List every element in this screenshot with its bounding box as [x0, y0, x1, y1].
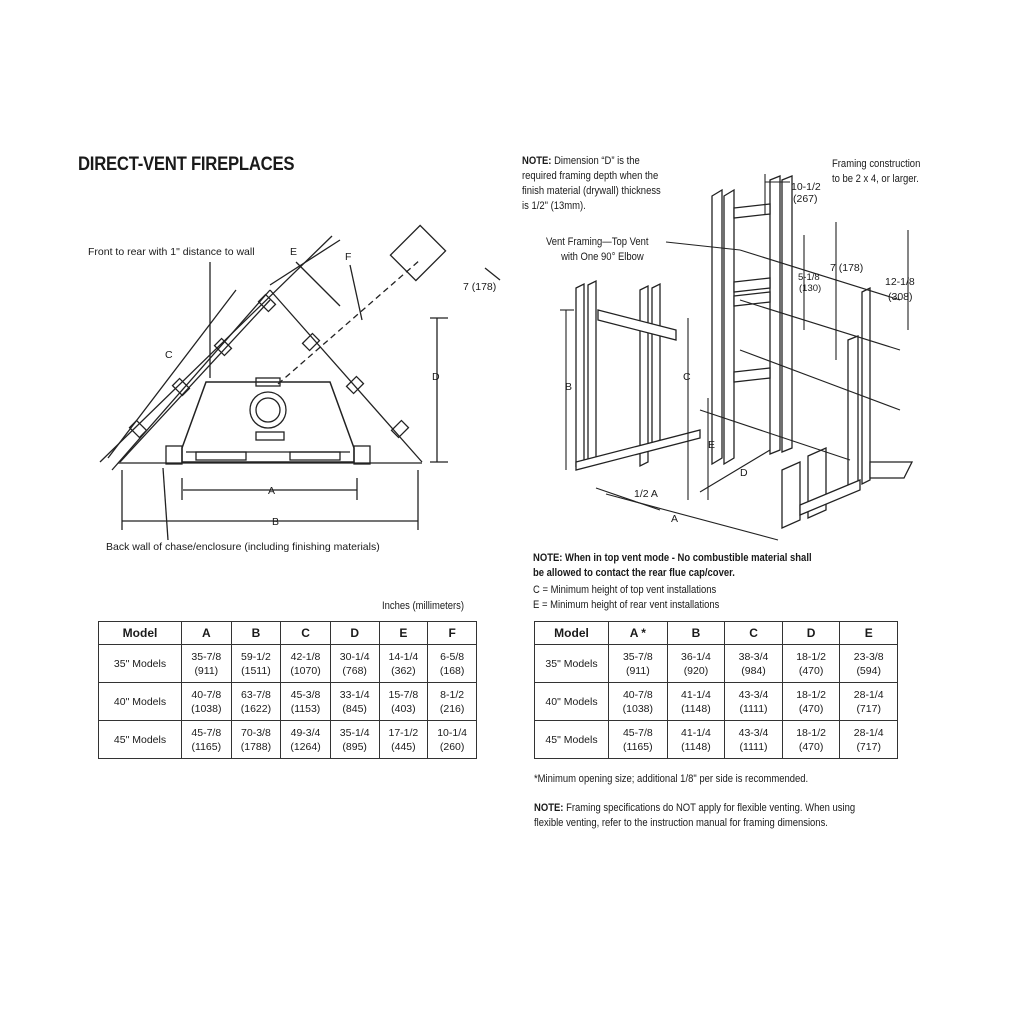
dim-12-1-8: 12-1/8	[885, 276, 915, 288]
column-header: A	[181, 621, 232, 645]
units-label: Inches (millimeters)	[382, 600, 465, 612]
model-cell: 35" Models	[534, 644, 609, 683]
back-wall-label: Back wall of chase/enclosure (including …	[106, 541, 380, 553]
column-header: C	[280, 621, 331, 645]
table-row: 40" Models 40-7/8(1038) 41-1/4(1148) 43-…	[534, 682, 898, 721]
table-cell: 40-7/8(1038)	[608, 682, 668, 721]
column-header: F	[427, 621, 477, 645]
table-cell: 15-7/8(403)	[378, 682, 429, 721]
table-cell: 42-1/8(1070)	[280, 644, 331, 683]
model-cell: 45" Models	[534, 720, 609, 759]
table-cell: 18-1/2(470)	[781, 682, 841, 721]
table-header-row: Model A * B C D E	[534, 621, 898, 645]
column-header: C	[724, 621, 783, 645]
model-cell: 40" Models	[98, 682, 182, 721]
left-dim-b: B	[272, 516, 279, 528]
column-header: Model	[98, 621, 182, 645]
column-header: A *	[608, 621, 668, 645]
column-header: D	[781, 621, 841, 645]
table-cell: 45-3/8(1153)	[280, 682, 331, 721]
table-cell: 28-1/4(717)	[839, 682, 898, 721]
dim-7-178: 7 (178)	[830, 262, 863, 274]
table-cell: 33-1/4(845)	[329, 682, 380, 721]
vent-framing-label: Vent Framing—Top Vent with One 90° Elbow	[546, 236, 649, 263]
table-cell: 43-3/4(1111)	[724, 720, 783, 759]
table-header-row: Model A B C D E F	[98, 621, 477, 645]
column-header: Model	[534, 621, 609, 645]
model-cell: 35" Models	[98, 644, 182, 683]
table-cell: 35-1/4(895)	[329, 720, 380, 759]
right-dim-c: C	[683, 371, 691, 383]
left-dim-d: D	[432, 371, 440, 383]
left-dim-7: 7 (178)	[463, 281, 496, 293]
table-cell: 14-1/4(362)	[378, 644, 429, 683]
dim-5-1-8-mm: (130)	[799, 283, 821, 294]
left-dimensions-table: Model A B C D E F 35" Models 35-7/8(911)…	[98, 621, 477, 759]
column-header: E	[839, 621, 898, 645]
table-cell: 17-1/2(445)	[378, 720, 429, 759]
front-to-rear-label: Front to rear with 1" distance to wall	[88, 246, 255, 258]
right-dim-e: E	[708, 439, 715, 451]
table-cell: 6-5/8(168)	[427, 644, 477, 683]
left-dim-e: E	[290, 246, 297, 258]
table-cell: 41-1/4(1148)	[666, 682, 726, 721]
table-cell: 70-3/8(1788)	[230, 720, 282, 759]
left-dim-a: A	[268, 485, 275, 497]
column-header: E	[378, 621, 429, 645]
dim-10-1-2: 10-1/2	[791, 181, 821, 193]
table-row: 40" Models 40-7/8(1038) 63-7/8(1622) 45-…	[98, 682, 477, 721]
left-dim-f: F	[345, 251, 351, 263]
dim-12-1-8-mm: (308)	[888, 291, 913, 303]
table-row: 45" Models 45-7/8(1165) 41-1/4(1148) 43-…	[534, 720, 898, 759]
table-cell: 36-1/4(920)	[666, 644, 726, 683]
right-dim-d: D	[740, 467, 748, 479]
table-cell: 28-1/4(717)	[839, 720, 898, 759]
footnote: *Minimum opening size; additional 1/8" p…	[534, 773, 809, 785]
table-cell: 59-1/2(1511)	[230, 644, 282, 683]
model-cell: 40" Models	[534, 682, 609, 721]
framing-construction-note: Framing construction to be 2 x 4, or lar…	[832, 158, 921, 185]
right-dim-a: A	[671, 513, 678, 525]
right-dimensions-table: Model A * B C D E 35" Models 35-7/8(911)…	[534, 621, 898, 759]
page-title: DIRECT-VENT FIREPLACES	[78, 154, 295, 175]
right-dim-half-a: 1/2 A	[634, 488, 658, 500]
left-dim-c: C	[165, 349, 173, 361]
table-cell: 35-7/8(911)	[608, 644, 668, 683]
table-cell: 8-1/2(216)	[427, 682, 477, 721]
flexible-venting-note: NOTE: Framing specifications do NOT appl…	[534, 802, 856, 829]
table-cell: 23-3/8(594)	[839, 644, 898, 683]
table-cell: 63-7/8(1622)	[230, 682, 282, 721]
table-cell: 40-7/8(1038)	[181, 682, 232, 721]
table-row: 45" Models 45-7/8(1165) 70-3/8(1788) 49-…	[98, 720, 477, 759]
table-cell: 45-7/8(1165)	[608, 720, 668, 759]
column-header: D	[329, 621, 380, 645]
table-cell: 30-1/4(768)	[329, 644, 380, 683]
table-cell: 10-1/4(260)	[427, 720, 477, 759]
table-cell: 41-1/4(1148)	[666, 720, 726, 759]
table-cell: 18-1/2(470)	[781, 644, 841, 683]
table-cell: 43-3/4(1111)	[724, 682, 783, 721]
table-cell: 38-3/4(984)	[724, 644, 783, 683]
table-cell: 49-3/4(1264)	[280, 720, 331, 759]
table-cell: 18-1/2(470)	[781, 720, 841, 759]
dim-5-1-8: 5-1/8	[798, 272, 820, 283]
table-cell: 45-7/8(1165)	[181, 720, 232, 759]
c-definition: C = Minimum height of top vent installat…	[533, 584, 717, 596]
dim-10-1-2-mm: (267)	[793, 193, 818, 205]
drywall-note: NOTE: Dimension “D” is the required fram…	[522, 155, 661, 212]
e-definition: E = Minimum height of rear vent installa…	[533, 599, 720, 611]
top-vent-note: NOTE: When in top vent mode - No combust…	[533, 552, 812, 579]
table-row: 35" Models 35-7/8(911) 59-1/2(1511) 42-1…	[98, 644, 477, 683]
right-dim-b: B	[565, 381, 572, 393]
table-row: 35" Models 35-7/8(911) 36-1/4(920) 38-3/…	[534, 644, 898, 683]
model-cell: 45" Models	[98, 720, 182, 759]
column-header: B	[230, 621, 282, 645]
table-cell: 35-7/8(911)	[181, 644, 232, 683]
column-header: B	[666, 621, 726, 645]
